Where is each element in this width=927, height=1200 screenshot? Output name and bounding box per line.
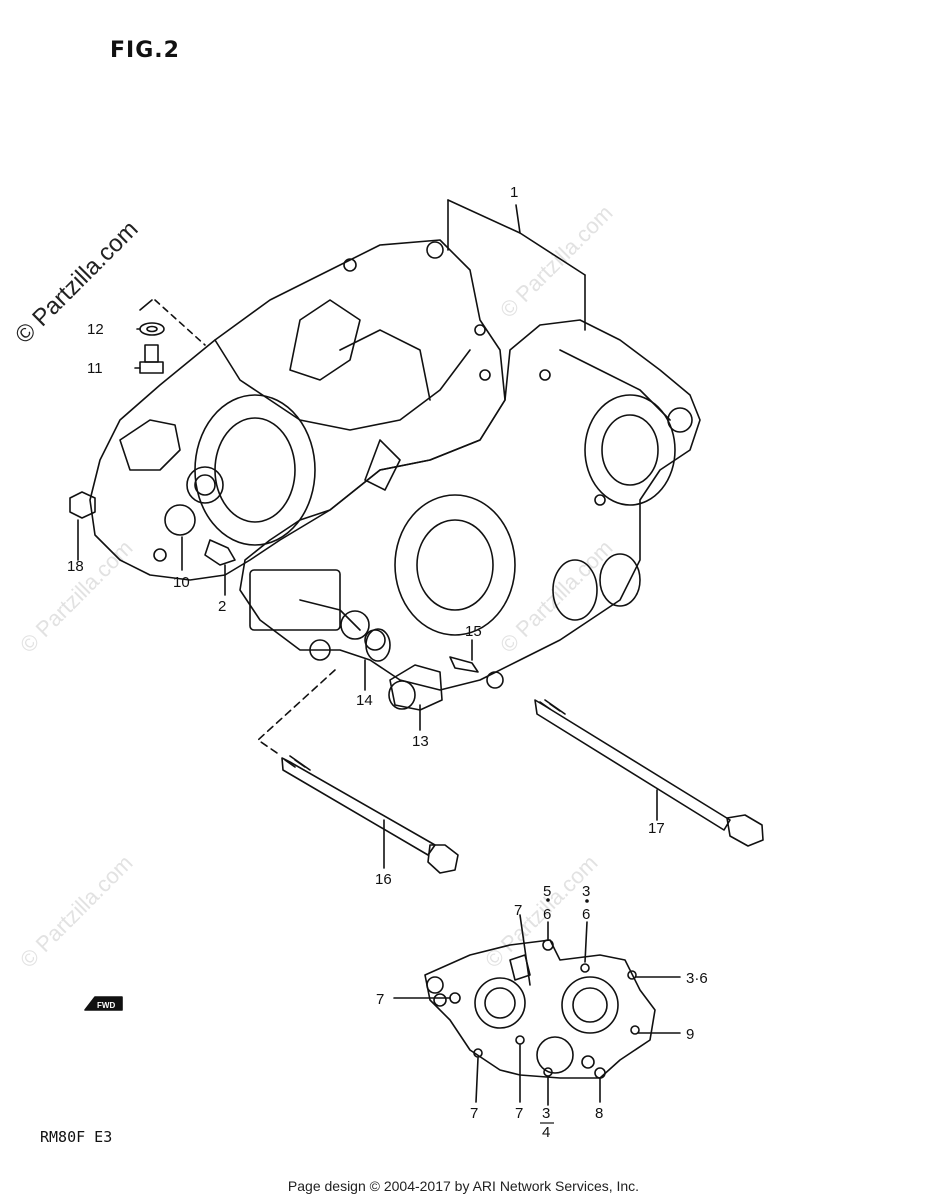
callout-15: 15 <box>465 623 482 640</box>
callout-18: 18 <box>67 558 84 575</box>
inset-callout-3: 3 <box>582 883 590 900</box>
callout-2: 2 <box>218 598 226 615</box>
inset-crankcase <box>424 939 656 1079</box>
footer-copyright: Page design © 2004-2017 by ARI Network S… <box>287 1178 640 1194</box>
inset-callout-4: 4 <box>542 1124 550 1141</box>
crankcase-right-half <box>239 319 701 691</box>
inset-callout-7: 7 <box>376 991 384 1008</box>
callout-14: 14 <box>356 692 373 709</box>
callout-17: 17 <box>648 820 665 837</box>
inset-callout-9: 9 <box>686 1026 694 1043</box>
inset-callout-3: 3 <box>542 1105 550 1122</box>
fwd-label: FWD <box>97 1001 115 1010</box>
inset-callout-7: 7 <box>515 1105 523 1122</box>
inset-callout-7: 7 <box>514 902 522 919</box>
figure-title: FIG.2 <box>110 38 180 63</box>
crankcase-left-half <box>89 239 506 581</box>
callout-13: 13 <box>412 733 429 750</box>
callout-10: 10 <box>173 574 190 591</box>
inset-callout-6: 6 <box>543 906 551 923</box>
washer-12 <box>139 322 165 336</box>
model-code: RM80F E3 <box>40 1128 113 1146</box>
inset-callout-6: 6 <box>582 906 590 923</box>
callout-16: 16 <box>375 871 392 888</box>
inset-callout-8: 8 <box>595 1105 603 1122</box>
callout-12: 12 <box>87 321 104 338</box>
inset-callout-7: 7 <box>470 1105 478 1122</box>
callout-1: 1 <box>510 184 518 201</box>
inset-callout-3-6: 3·6 <box>686 970 708 987</box>
inset-callout-5: 5 <box>543 883 551 900</box>
callout-11: 11 <box>87 360 103 377</box>
